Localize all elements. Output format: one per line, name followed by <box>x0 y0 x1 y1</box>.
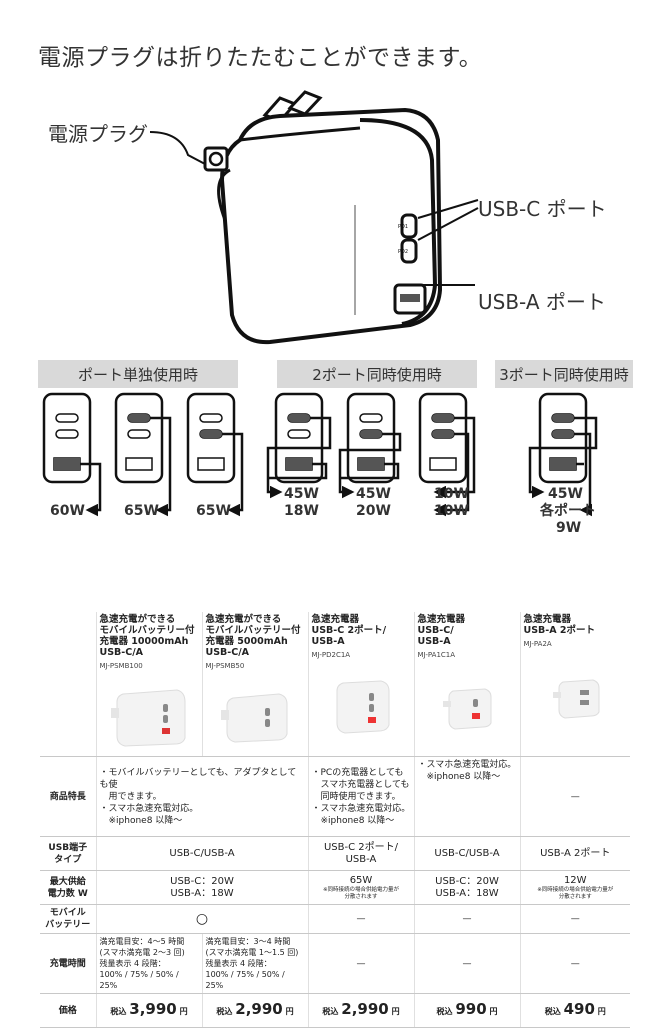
single-c1-value: 65W <box>124 503 159 519</box>
pd1-label: PD1 <box>398 224 408 230</box>
usb-a-label: USB-A ポート <box>478 290 606 314</box>
single-c2-value: 65W <box>196 503 231 519</box>
product-image <box>111 689 186 747</box>
table-row-usb-type: USB端子 タイプ USB-C/USB-A USB-C 2ポート/ USB-A … <box>40 836 630 871</box>
price-psmb50: 税込 2,990 円 <box>201 993 308 1028</box>
diagram-single-c1 <box>114 392 172 517</box>
triple-a-value: 45W <box>548 486 583 502</box>
product-psmb100: 急速充電ができる モバイルバッテリー付 充電器 10000mAh USB-C/A… <box>95 612 202 757</box>
product-pa1c1a: 急速充電器 USB-C/ USB-A MJ-PA1C1A <box>413 612 520 757</box>
diagram-single-c2 <box>186 392 244 517</box>
charger-illustration: PD1 PD2 <box>203 90 443 345</box>
product-image <box>221 693 288 743</box>
comparison-table: 急速充電ができる モバイルバッテリー付 充電器 10000mAh USB-C/A… <box>40 612 630 1028</box>
dual3-b-value: 10W <box>434 503 469 519</box>
callout-lines <box>150 131 479 286</box>
table-row-features: 商品特長 ・モバイルバッテリーとしても、アダプタとしても使 用できます。 ・スマ… <box>40 756 630 837</box>
diagram-dual-1 <box>266 392 332 499</box>
single-a-value: 60W <box>50 503 85 519</box>
product-pd2c1a: 急速充電器 USB-C 2ポート/ USB-A MJ-PD2C1A <box>307 612 414 757</box>
mode-triple-bar: 3ポート同時使用時 <box>495 360 633 388</box>
plug-label: 電源プラグ <box>48 122 148 146</box>
dual2-a-value: 45W <box>356 486 391 502</box>
dual1-b-value: 18W <box>284 503 319 519</box>
product-image <box>553 679 600 719</box>
triple-b-value: 各ポート <box>540 503 596 519</box>
price-pa1c1a: 税込 990 円 <box>413 993 520 1028</box>
table-row-max-power: 最大供給 電力数 W USB-C：20W USB-A：18W 65W ※同時接続… <box>40 870 630 905</box>
product-image <box>443 688 492 730</box>
product-pa2a: 急速充電器 USB-A 2ポート MJ-PA2A <box>519 612 630 757</box>
table-header-row: 急速充電ができる モバイルバッテリー付 充電器 10000mAh USB-C/A… <box>40 612 630 757</box>
headline: 電源プラグは折りたたむことができます。 <box>38 45 483 71</box>
table-row-price: 価格 税込 3,990 円 税込 2,990 円 税込 2,990 円 税込 9… <box>40 993 630 1028</box>
mode-dual-bar: 2ポート同時使用時 <box>277 360 477 388</box>
diagram-dual-3 <box>418 392 476 517</box>
diagram-dual-2 <box>338 392 402 499</box>
diagram-triple <box>528 392 598 517</box>
mode-single-bar: ポート単独使用時 <box>38 360 238 388</box>
price-psmb100: 税込 3,990 円 <box>95 993 202 1028</box>
table-row-charge-time: 充電時間 満充電目安：4〜5 時間 (スマホ満充電 2〜3 回) 残量表示 4 … <box>40 933 630 994</box>
dual1-a-value: 45W <box>284 486 319 502</box>
product-image <box>336 680 390 734</box>
port-diagrams <box>42 392 598 517</box>
dual3-a-value: 10W <box>434 486 469 502</box>
triple-c-value: 9W <box>556 520 582 536</box>
usb-c-label: USB-C ポート <box>478 197 607 221</box>
table-row-mobile-battery: モバイル バッテリー ○ — — — <box>40 904 630 934</box>
price-pd2c1a: 税込 2,990 円 <box>307 993 414 1028</box>
diagram-single-a <box>42 392 102 517</box>
dual2-b-value: 20W <box>356 503 391 519</box>
product-psmb50: 急速充電ができる モバイルバッテリー付 充電器 5000mAh USB-C/A … <box>201 612 308 757</box>
pd2-label: PD2 <box>398 249 408 255</box>
price-pa2a: 税込 490 円 <box>519 993 630 1028</box>
